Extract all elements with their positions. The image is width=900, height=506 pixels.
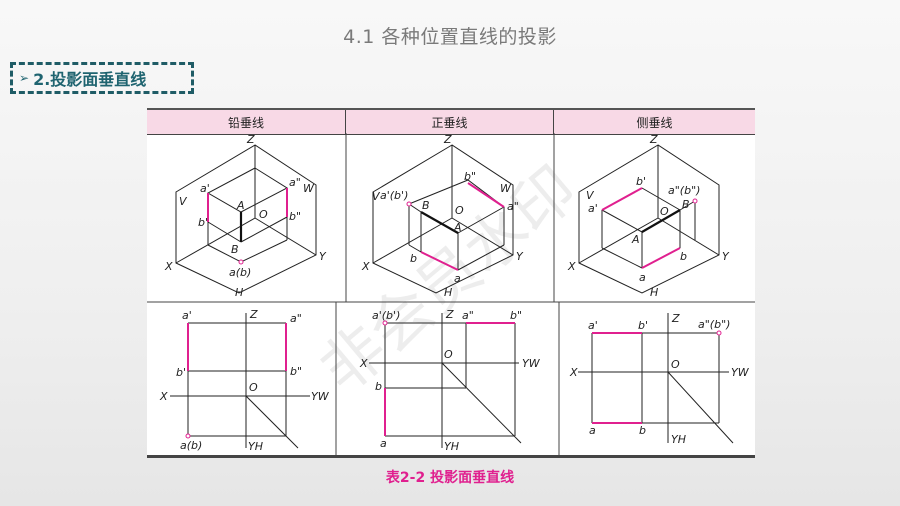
label-A: A: [631, 233, 640, 246]
header-vertical-line-v: 正垂线: [346, 110, 554, 135]
label-y: Y: [516, 250, 524, 263]
label-yh: YH: [671, 433, 686, 446]
label-h: H: [650, 286, 658, 299]
label-o: O: [259, 208, 268, 221]
label-x: X: [567, 260, 576, 273]
label-a2: a": [507, 200, 519, 213]
ortho-diagram-vertical-v: [369, 313, 522, 448]
label-z: Z: [246, 133, 255, 146]
iso-diagram-vertical-v: Z V W X Y H O a'(b') b" a" B A b a: [361, 133, 524, 299]
label-a1: a': [588, 319, 598, 332]
label-A: A: [236, 199, 245, 212]
label-b1: b': [198, 216, 208, 229]
label-x: X: [159, 390, 168, 403]
label-a2: a": [290, 312, 302, 325]
label-v: V: [179, 195, 188, 208]
label-a1: a': [588, 202, 598, 215]
label-y: Y: [319, 250, 327, 263]
label-a1b1: a'(b'): [380, 189, 408, 202]
label-a1: a': [200, 182, 210, 195]
label-y: Y: [722, 250, 730, 263]
label-z: Z: [445, 308, 454, 321]
label-a2b2: a"(b"): [668, 184, 700, 197]
label-v: V: [586, 189, 595, 202]
label-a2: a": [289, 176, 301, 189]
label-b2: b": [290, 365, 302, 378]
label-o: O: [444, 348, 453, 361]
label-a1: a': [182, 309, 192, 322]
label-a: a: [639, 271, 646, 284]
label-b1: b': [636, 175, 646, 188]
section-heading: ➢ 2.投影面垂直线: [10, 62, 194, 94]
label-a2b2: a"(b"): [698, 318, 730, 331]
iso-diagram-vertical-w: Z V a' b' a"(b") X Y H O B A a b: [567, 133, 730, 299]
label-z: Z: [649, 133, 658, 146]
label-b2: b": [464, 170, 476, 183]
header-vertical-line-h: 铅垂线: [147, 110, 346, 135]
label-z: Z: [671, 312, 680, 325]
label-a: a: [454, 272, 461, 285]
label-yh: YH: [248, 440, 263, 453]
label-o: O: [249, 381, 258, 394]
label-h: H: [235, 286, 243, 299]
table-caption: 表2-2 投影面垂直线: [385, 470, 515, 486]
label-b1: b': [638, 319, 648, 332]
ortho-diagram-vertical-h: [170, 313, 310, 449]
iso-diagram-vertical-h: Z V W X Y H O a' b' a" b" A B a(b): [164, 133, 327, 299]
label-B: B: [422, 199, 430, 212]
arrow-bullet-icon: ➢: [19, 71, 30, 85]
label-b: b: [410, 252, 417, 265]
label-yw: YW: [522, 357, 541, 370]
label-h: H: [444, 286, 452, 299]
projection-table: 铅垂线 正垂线 侧垂线: [147, 108, 755, 458]
ortho-diagram-vertical-w: [578, 313, 734, 444]
label-ab: a(b): [180, 439, 202, 452]
label-x: X: [361, 260, 370, 273]
label-b2: b": [289, 210, 301, 223]
label-o: O: [671, 358, 680, 371]
label-z: Z: [249, 308, 258, 321]
slide-title: 4.1 各种位置直线的投影: [343, 26, 557, 48]
label-B: B: [682, 198, 690, 211]
label-yw: YW: [311, 390, 330, 403]
label-o: O: [660, 205, 669, 218]
label-z: Z: [443, 133, 452, 146]
label-ab: a(b): [229, 266, 251, 279]
label-a2: a": [462, 309, 474, 322]
label-b2: b": [510, 309, 522, 322]
label-v: V: [372, 190, 381, 203]
label-x: X: [359, 357, 368, 370]
header-vertical-line-w: 侧垂线: [554, 110, 755, 135]
label-x: X: [164, 260, 173, 273]
label-w: W: [303, 182, 315, 195]
label-B: B: [231, 243, 239, 256]
label-a: a: [380, 437, 387, 450]
label-w: W: [500, 182, 512, 195]
label-A: A: [453, 221, 462, 234]
label-b: b: [639, 424, 646, 437]
label-a: a: [589, 424, 596, 437]
section-label: 2.投影面垂直线: [33, 70, 147, 89]
label-x: X: [569, 366, 578, 379]
label-a1b1: a'(b'): [372, 309, 400, 322]
label-b: b: [680, 250, 687, 263]
label-yw: YW: [731, 366, 750, 379]
label-b: b: [375, 380, 382, 393]
label-yh: YH: [444, 440, 459, 453]
label-b1: b': [176, 366, 186, 379]
label-o: O: [455, 204, 464, 217]
